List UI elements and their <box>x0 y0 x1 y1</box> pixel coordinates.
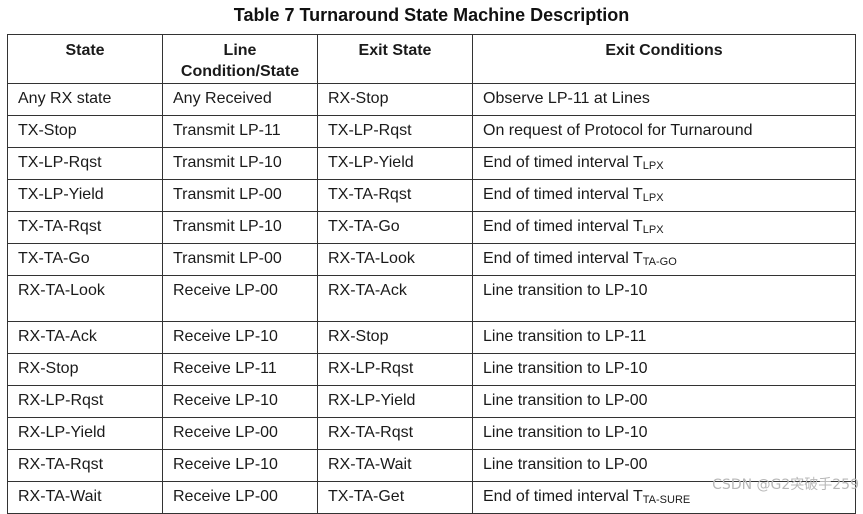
cell-exit-condition: Line transition to LP-10 <box>472 417 856 450</box>
cell-line-condition: Receive LP-10 <box>162 321 318 354</box>
cell-line-condition: Any Received <box>162 83 318 116</box>
cell-exit-state: TX-LP-Rqst <box>317 115 473 148</box>
cell-state: RX-TA-Wait <box>7 481 163 514</box>
cell-exit-state: RX-LP-Rqst <box>317 353 473 386</box>
cell-state: TX-Stop <box>7 115 163 148</box>
cell-line-condition: Receive LP-10 <box>162 449 318 482</box>
watermark-text: CSDN @G2突破手259 <box>712 477 859 493</box>
condition-text: End of timed interval T <box>483 250 643 267</box>
cell-exit-condition: Line transition to LP-00 <box>472 385 856 418</box>
cell-exit-state: TX-TA-Get <box>317 481 473 514</box>
cell-exit-condition: Line transition to LP-11 <box>472 321 856 354</box>
header-exit-conditions: Exit Conditions <box>472 34 856 84</box>
condition-text: Line transition to LP-00 <box>483 392 648 409</box>
condition-text: Line transition to LP-10 <box>483 360 648 377</box>
cell-state: RX-TA-Look <box>7 275 163 322</box>
cell-exit-state: TX-TA-Go <box>317 211 473 244</box>
table-row: RX-LP-Yield Receive LP-00 RX-TA-Rqst Lin… <box>7 417 856 450</box>
table-row: TX-Stop Transmit LP-11 TX-LP-Rqst On req… <box>7 115 856 148</box>
cell-state: RX-LP-Yield <box>7 417 163 450</box>
condition-subscript: LPX <box>642 224 664 236</box>
table-row: TX-TA-Go Transmit LP-00 RX-TA-Look End o… <box>7 243 856 276</box>
cell-line-condition: Receive LP-00 <box>162 481 318 514</box>
cell-state: TX-LP-Rqst <box>7 147 163 180</box>
condition-text: Line transition to LP-10 <box>483 424 648 441</box>
condition-subscript: TA-GO <box>642 256 677 268</box>
cell-exit-condition: Observe LP-11 at Lines <box>472 83 856 116</box>
cell-line-condition: Transmit LP-10 <box>162 211 318 244</box>
cell-exit-state: RX-TA-Ack <box>317 275 473 322</box>
cell-state: TX-TA-Rqst <box>7 211 163 244</box>
header-state: State <box>7 34 163 84</box>
header-exit-state: Exit State <box>317 34 473 84</box>
cell-exit-state: RX-TA-Rqst <box>317 417 473 450</box>
table-row: RX-TA-Ack Receive LP-10 RX-Stop Line tra… <box>7 321 856 354</box>
turnaround-state-table: State Line Condition/State Exit State Ex… <box>7 34 856 514</box>
cell-line-condition: Transmit LP-00 <box>162 179 318 212</box>
cell-exit-condition: On request of Protocol for Turnaround <box>472 115 856 148</box>
cell-state: TX-LP-Yield <box>7 179 163 212</box>
condition-text: Line transition to LP-11 <box>483 328 647 345</box>
table-row: TX-LP-Rqst Transmit LP-10 TX-LP-Yield En… <box>7 147 856 180</box>
cell-exit-state: RX-TA-Look <box>317 243 473 276</box>
cell-state: TX-TA-Go <box>7 243 163 276</box>
cell-state: Any RX state <box>7 83 163 116</box>
cell-exit-state: RX-Stop <box>317 321 473 354</box>
cell-exit-state: RX-TA-Wait <box>317 449 473 482</box>
cell-state: RX-Stop <box>7 353 163 386</box>
cell-line-condition: Transmit LP-00 <box>162 243 318 276</box>
condition-subscript: LPX <box>642 192 664 204</box>
cell-state: RX-TA-Ack <box>7 321 163 354</box>
table-row: RX-LP-Rqst Receive LP-10 RX-LP-Yield Lin… <box>7 385 856 418</box>
condition-text: Line transition to LP-00 <box>483 456 648 473</box>
cell-line-condition: Receive LP-00 <box>162 417 318 450</box>
header-line-condition: Line Condition/State <box>162 34 318 84</box>
table-title: Table 7 Turnaround State Machine Descrip… <box>233 5 630 25</box>
cell-line-condition: Transmit LP-11 <box>162 115 318 148</box>
table-row: TX-TA-Rqst Transmit LP-10 TX-TA-Go End o… <box>7 211 856 244</box>
cell-state: RX-LP-Rqst <box>7 385 163 418</box>
cell-line-condition: Receive LP-10 <box>162 385 318 418</box>
cell-line-condition: Transmit LP-10 <box>162 147 318 180</box>
cell-exit-condition: End of timed interval TLPX <box>472 211 856 244</box>
cell-exit-state: TX-TA-Rqst <box>317 179 473 212</box>
table-row: RX-Stop Receive LP-11 RX-LP-Rqst Line tr… <box>7 353 856 386</box>
header-condition-state-label: Condition/State <box>180 63 300 80</box>
table-row: TX-LP-Yield Transmit LP-00 TX-TA-Rqst En… <box>7 179 856 212</box>
condition-text: Observe LP-11 at Lines <box>483 90 650 107</box>
cell-line-condition: Receive LP-00 <box>162 275 318 322</box>
condition-text: End of timed interval T <box>483 186 643 203</box>
condition-text: Line transition to LP-10 <box>483 282 648 299</box>
cell-exit-condition: Line transition to LP-10 <box>472 353 856 386</box>
table-row: RX-TA-Look Receive LP-00 RX-TA-Ack Line … <box>7 275 856 322</box>
cell-exit-condition: Line transition to LP-10 <box>472 275 856 322</box>
cell-exit-condition: End of timed interval TLPX <box>472 147 856 180</box>
condition-subscript: LPX <box>642 160 664 172</box>
cell-exit-condition: End of timed interval TLPX <box>472 179 856 212</box>
header-line-label: Line <box>223 42 257 59</box>
table-row: Any RX state Any Received RX-Stop Observ… <box>7 83 856 116</box>
cell-exit-state: RX-Stop <box>317 83 473 116</box>
cell-exit-condition: End of timed interval TTA-GO <box>472 243 856 276</box>
cell-state: RX-TA-Rqst <box>7 449 163 482</box>
condition-text: On request of Protocol for Turnaround <box>483 122 753 139</box>
cell-exit-state: TX-LP-Yield <box>317 147 473 180</box>
cell-line-condition: Receive LP-11 <box>162 353 318 386</box>
table-row: RX-TA-Rqst Receive LP-10 RX-TA-Wait Line… <box>7 449 856 482</box>
condition-text: End of timed interval T <box>483 218 643 235</box>
condition-text: End of timed interval T <box>483 488 643 505</box>
header-row: State Line Condition/State Exit State Ex… <box>7 34 856 84</box>
table-body: Any RX state Any Received RX-Stop Observ… <box>7 83 856 514</box>
cell-exit-condition: Line transition to LP-00 <box>472 449 856 482</box>
condition-text: End of timed interval T <box>483 154 643 171</box>
cell-exit-state: RX-LP-Yield <box>317 385 473 418</box>
